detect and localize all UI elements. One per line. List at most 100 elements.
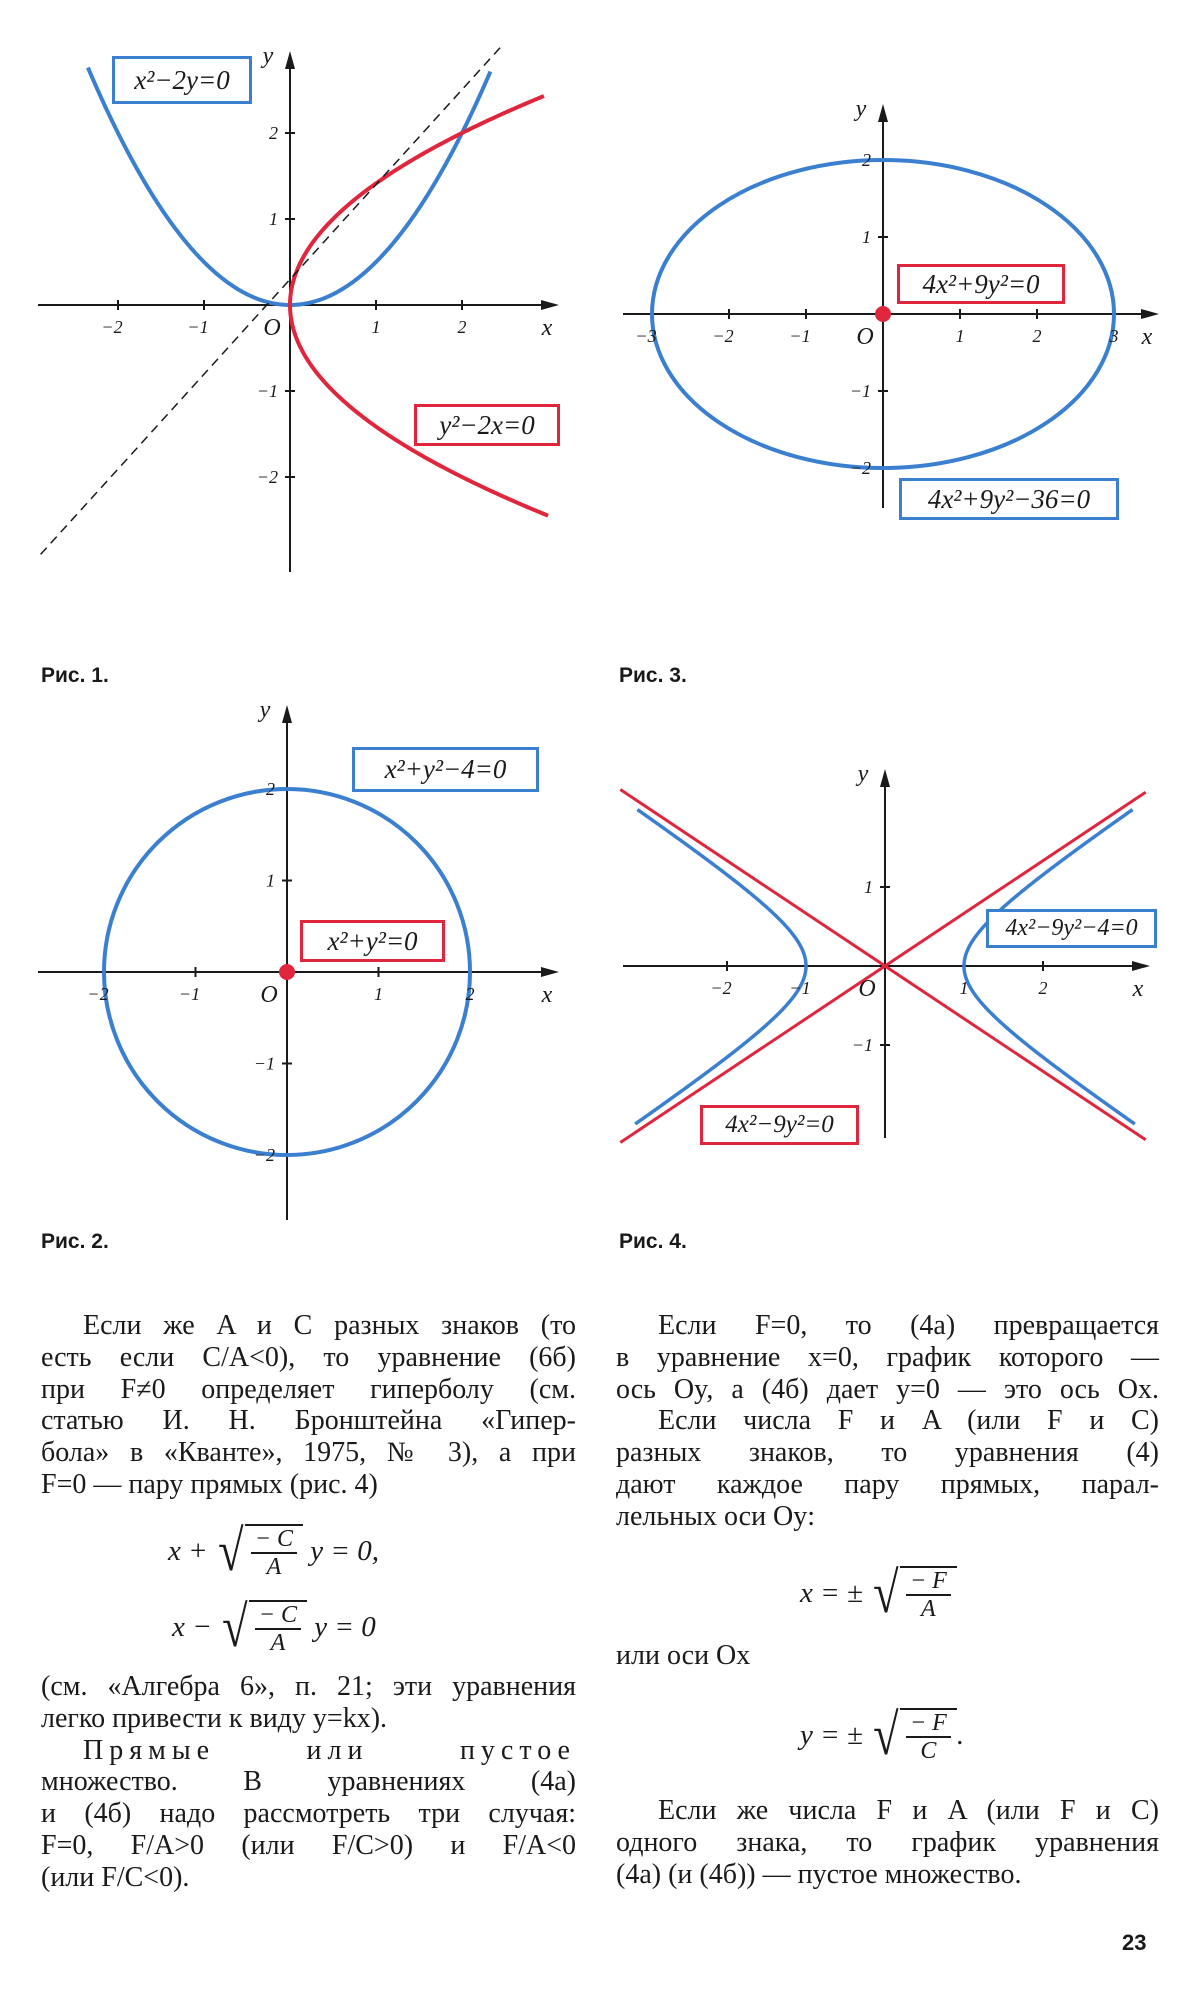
x-tick-label: 2	[1033, 326, 1042, 346]
y-tick-label: 2	[269, 123, 278, 143]
left-paragraph-2: (см. «Алгебра 6», п. 21; эти уравнения л…	[41, 1671, 576, 1894]
x-tick-label: 1	[372, 317, 381, 337]
origin-label: O	[260, 982, 277, 1008]
x-tick-label: −2	[87, 984, 108, 1004]
fig4-label-red: 4x²−9y²=0	[700, 1105, 859, 1145]
hyperbola-branch	[962, 808, 1136, 1126]
x-axis-arrow-icon	[1132, 961, 1150, 971]
y-axis-arrow-icon	[282, 705, 292, 723]
fig1-label-red: y²−2x=0	[414, 404, 560, 446]
text-line: статью И. Н. Бронштейна «Гипер-	[41, 1405, 576, 1437]
y-tick-label: −1	[850, 381, 871, 401]
text-line: лельных оси Oy:	[616, 1500, 816, 1532]
asymptote-line	[619, 790, 1147, 1144]
y-tick-label: 2	[266, 779, 275, 799]
text-line: есть если C/A<0), то уравнение (6б)	[41, 1341, 576, 1373]
x-axis-label: x	[1132, 976, 1144, 1002]
y-tick-label: 1	[862, 227, 871, 247]
origin-label: O	[263, 315, 280, 341]
y-tick-label: 1	[269, 209, 278, 229]
radical-icon: √	[873, 1702, 899, 1767]
text-line: легко привести к виду y=kx).	[41, 1702, 388, 1734]
x-tick-label: 2	[1039, 978, 1048, 998]
text-line: при F≠0 определяет гиперболу (см.	[41, 1373, 576, 1405]
text-line: Если же числа F и A (или F и C)	[658, 1795, 1159, 1826]
text-line: одного знака, то график уравнения	[616, 1826, 1159, 1858]
text-line: в уравнение x=0, график которого —	[616, 1341, 1159, 1373]
dashed-line-y-equals-x	[40, 46, 502, 555]
asymptote-line	[619, 788, 1147, 1142]
right-paragraph-3: Если же числа F и A (или F и C) одного з…	[616, 1795, 1159, 1890]
denominator: A	[266, 1554, 282, 1580]
numerator: − F	[905, 1568, 951, 1596]
x-axis-arrow-icon	[541, 967, 559, 977]
y-axis-label: y	[856, 761, 869, 787]
page-number: 23	[1122, 1930, 1147, 1955]
origin-label: O	[856, 324, 873, 350]
left-paragraph-1: Если же A и C разных знаков (то есть есл…	[41, 1310, 576, 1501]
ellipse-curve	[650, 158, 1116, 470]
x-tick-label: 2	[458, 317, 467, 337]
hyperbola-branch	[634, 808, 808, 1126]
y-axis-label: y	[261, 43, 274, 69]
x-tick-label: −1	[789, 978, 810, 998]
y-tick-label: −2	[850, 458, 871, 478]
fig4-plot	[619, 769, 1150, 1144]
text-line: Если числа F и A (или F и C)	[658, 1405, 1159, 1437]
origin-label: O	[858, 976, 875, 1002]
x-tick-label: −1	[187, 317, 208, 337]
fig3-label-red: 4x²+9y²=0	[897, 264, 1065, 304]
x-axis-arrow-icon	[541, 300, 559, 310]
x-tick-label: −2	[101, 317, 122, 337]
text-line: (см. «Алгебра 6», п. 21; эти уравнения	[41, 1671, 576, 1702]
numerator: − C	[250, 1526, 297, 1554]
formula-text: y = 0	[307, 1610, 376, 1643]
y-tick-label: −1	[254, 1054, 275, 1074]
fig1-label-blue: x²−2y=0	[112, 56, 252, 104]
fig2-label-red: x²+y²=0	[300, 920, 445, 962]
x-tick-label: −2	[712, 326, 733, 346]
y-tick-label: −1	[852, 1035, 873, 1055]
text-line: или оси Ox	[616, 1640, 751, 1671]
x-tick-label: 1	[374, 984, 383, 1004]
y-axis-label: y	[854, 96, 867, 122]
x-tick-label: −3	[635, 326, 656, 346]
text-line: F=0 — пару прямых (рис. 4)	[41, 1468, 378, 1500]
origin-point	[875, 306, 891, 322]
parabola-red-curve	[288, 94, 549, 518]
x-axis-label: x	[541, 982, 553, 1008]
radical-icon: √	[222, 1594, 248, 1659]
denominator: A	[270, 1630, 286, 1656]
x-axis-label: x	[1141, 324, 1153, 350]
fig4-caption: Рис. 4.	[619, 1230, 687, 1253]
text-line: (4а) (и (4б)) — пустое множество.	[616, 1858, 1022, 1890]
y-tick-label: −1	[257, 381, 278, 401]
text-line: разных знаков, то уравнения (4)	[616, 1437, 1159, 1469]
y-axis-arrow-icon	[285, 51, 295, 69]
fig2-plot	[38, 705, 559, 1220]
section-heading-line: Прямые или пустое	[83, 1734, 576, 1766]
fig3-caption: Рис. 3.	[619, 664, 687, 687]
fig3-plot	[623, 104, 1159, 508]
text-line: ось Oy, а (4б) дает y=0 — это ось Ox.	[616, 1373, 1159, 1405]
y-axis-arrow-icon	[880, 769, 890, 787]
text-line: множество. В уравнениях (4а)	[41, 1766, 576, 1798]
x-tick-label: −1	[179, 984, 200, 1004]
x-tick-label: 2	[466, 984, 475, 1004]
denominator: C	[920, 1738, 937, 1764]
text-line: Если F=0, то (4а) превращается	[658, 1310, 1159, 1341]
y-axis-arrow-icon	[878, 104, 888, 122]
fig4-label-blue: 4x²−9y²−4=0	[986, 909, 1157, 948]
denominator: A	[921, 1596, 936, 1622]
numerator: − F	[905, 1710, 951, 1738]
x-axis-label: x	[541, 315, 553, 341]
text-line: бола» в «Кванте», 1975, № 3), а при	[41, 1437, 576, 1469]
formula-text: y = ±	[800, 1718, 871, 1751]
x-tick-label: −1	[789, 326, 810, 346]
y-tick-label: 1	[266, 871, 275, 891]
text-line: дают каждое пару прямых, парал-	[616, 1468, 1159, 1500]
fig1-plot	[38, 46, 559, 572]
